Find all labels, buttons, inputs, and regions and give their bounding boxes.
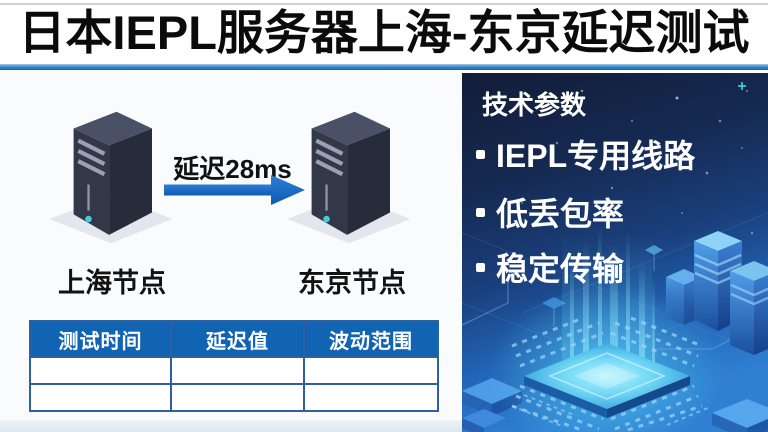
bottom-strip [0, 420, 462, 432]
diagram-area: 延迟28ms 上海节点 东京节点 测试时间 延迟值 波动范围 [0, 70, 462, 432]
table-row [29, 383, 439, 412]
table-header-cell: 波动范围 [303, 320, 439, 358]
node-label-shanghai: 上海节点 [58, 268, 166, 298]
latency-arrow-icon [164, 175, 305, 205]
bullet-label: IEPL专用线路 [496, 138, 696, 174]
star-dots [485, 89, 754, 235]
bullet-dot-icon [476, 262, 485, 272]
page-title: 日本IEPL服务器上海-东京延迟测试 [18, 6, 750, 59]
node-label-tokyo: 东京节点 [298, 268, 406, 298]
latency-table: 测试时间 延迟值 波动范围 [29, 320, 439, 412]
bullet-dot-icon [476, 149, 485, 159]
tech-background-illustration [462, 73, 768, 432]
bullet-label: 稳定传输 [496, 251, 625, 287]
table-header-row: 测试时间 延迟值 波动范围 [29, 320, 439, 358]
bullet-item: IEPL专用线路 [476, 131, 695, 177]
table-cell [303, 356, 439, 385]
bullet-item: 低丢包率 [476, 189, 624, 235]
table-header-cell: 延迟值 [170, 320, 305, 358]
table-cell [170, 383, 305, 412]
building-icons [666, 231, 768, 355]
table-cell [303, 383, 439, 412]
bullet-dot-icon [476, 207, 485, 217]
table-cell [29, 383, 172, 412]
title-divider [0, 64, 768, 70]
chip-pins [511, 316, 703, 432]
bullet-item: 稳定传输 [476, 244, 624, 290]
table-cell [29, 356, 172, 385]
panel-heading: 技术参数 [482, 90, 587, 120]
top-divider [0, 3, 768, 5]
tech-panel: 技术参数 IEPL专用线路 低丢包率 稳定传输 [462, 73, 768, 432]
table-cell [170, 356, 305, 385]
cpu-chip-icon [524, 343, 690, 418]
table-header-cell: 测试时间 [29, 320, 172, 358]
table-row [29, 356, 439, 385]
plus-sparkle-icon [738, 82, 746, 90]
bullet-label: 低丢包率 [496, 196, 625, 232]
